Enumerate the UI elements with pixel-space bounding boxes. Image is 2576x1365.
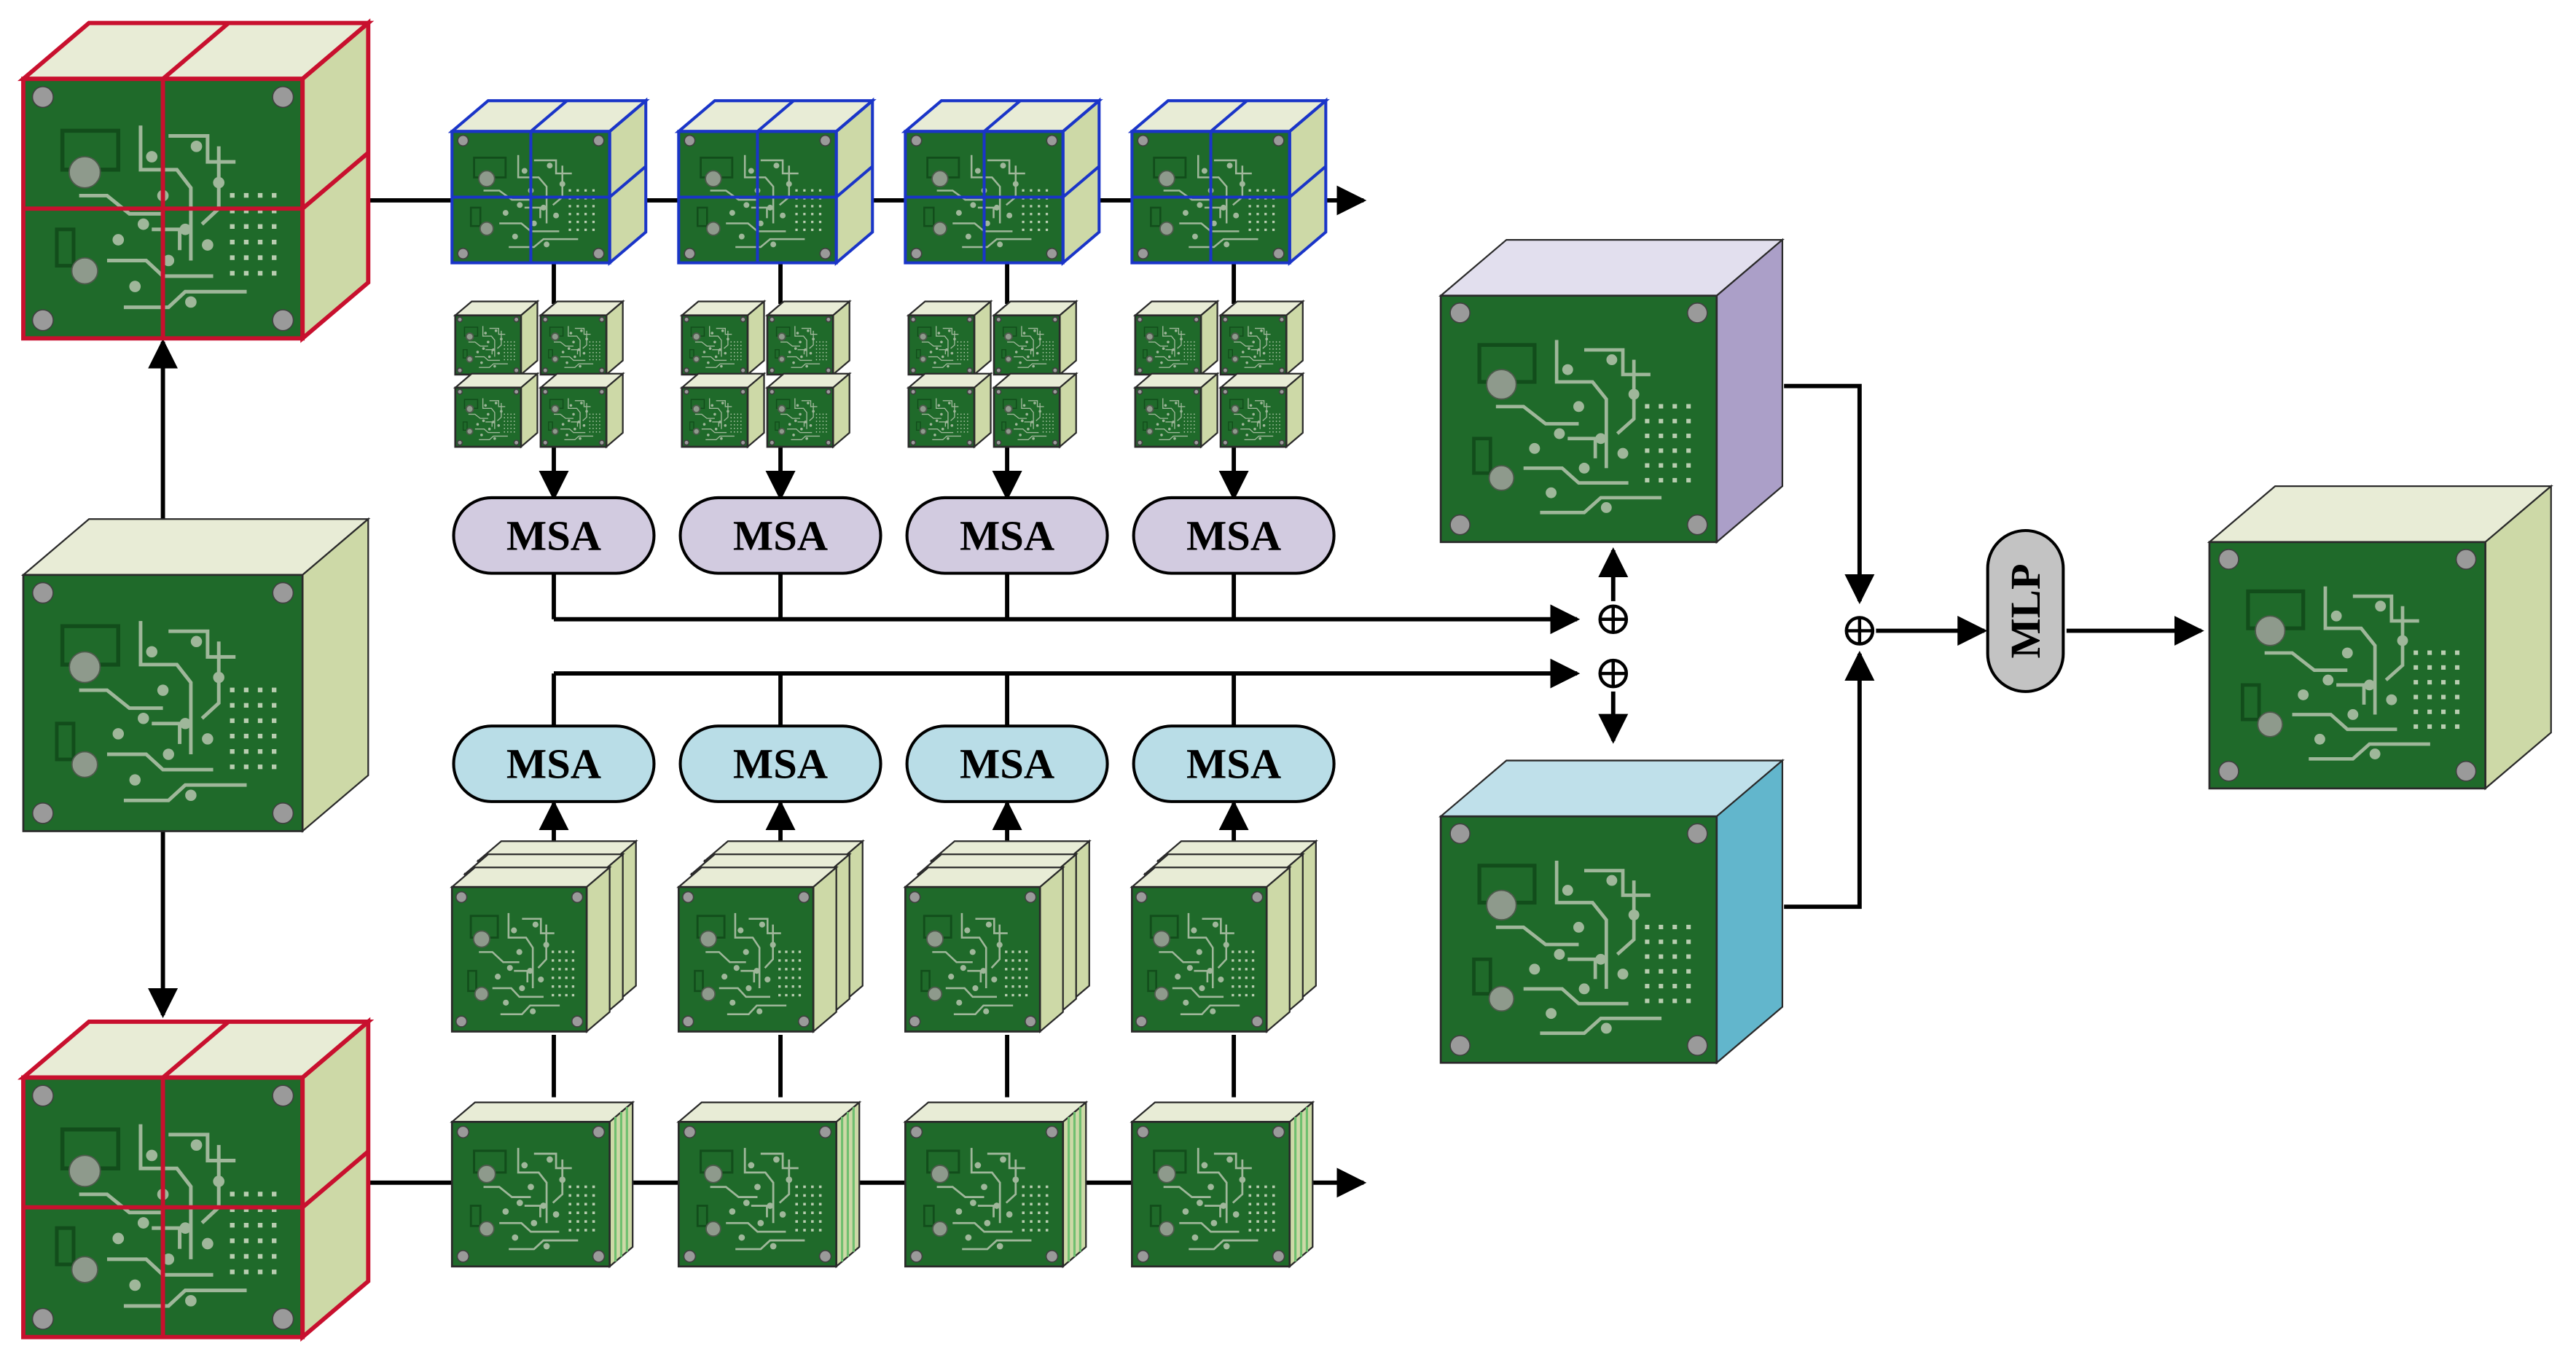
top-token-cube-3-3 <box>906 372 993 449</box>
msa-bottom-3-label: MSA <box>960 740 1054 788</box>
msa-bottom-4-label: MSA <box>1186 740 1281 788</box>
msa-top-3-label: MSA <box>960 512 1054 559</box>
bottom-window-cube-1 <box>450 1100 635 1269</box>
top-window-cube-3 <box>901 97 1103 267</box>
top-token-cube-4-3 <box>1132 372 1220 449</box>
attention-output-purple <box>1438 238 1785 544</box>
top-token-cube-2-1 <box>679 300 767 377</box>
msa-bottom-4: MSA <box>1132 724 1336 803</box>
msa-bottom-1: MSA <box>452 724 656 803</box>
msa-top-1: MSA <box>452 496 656 575</box>
top-token-cube-1-1 <box>453 300 540 377</box>
top-token-cube-2-4 <box>764 372 852 449</box>
top-token-cube-1-4 <box>538 372 625 449</box>
plus-junction-bottom <box>1598 658 1629 689</box>
input-feature-cube <box>20 517 371 833</box>
msa-bottom-2: MSA <box>678 724 882 803</box>
top-window-cube-4 <box>1127 97 1330 267</box>
msa-bottom-1-label: MSA <box>506 740 601 788</box>
top-token-cube-3-4 <box>991 372 1078 449</box>
msa-bottom-3: MSA <box>905 724 1109 803</box>
msa-top-4-label: MSA <box>1186 512 1281 559</box>
top-token-cube-1-2 <box>538 300 625 377</box>
bottom-stack-cube-3-1 <box>903 865 1065 1033</box>
msa-bottom-2-label: MSA <box>733 740 828 788</box>
bottom-window-cube-2 <box>676 1100 862 1269</box>
top-token-cube-1-3 <box>453 372 540 449</box>
top-window-cube-2 <box>674 97 877 267</box>
top-token-cube-3-2 <box>991 300 1078 377</box>
input-patch-grid-top <box>17 18 375 343</box>
bottom-window-cube-3 <box>903 1100 1089 1269</box>
msa-top-2: MSA <box>678 496 882 575</box>
input-patch-grid-bottom <box>17 1017 375 1342</box>
bottom-window-cube-4 <box>1130 1100 1315 1269</box>
attention-output-blue <box>1438 759 1785 1065</box>
bottom-stack-cube-4-1 <box>1130 865 1292 1033</box>
purple-to-merge <box>1784 383 1875 605</box>
top-token-cube-4-1 <box>1132 300 1220 377</box>
plus-junction-top <box>1598 604 1629 635</box>
top-window-cube-1 <box>447 97 650 267</box>
top-token-cube-4-2 <box>1218 300 1305 377</box>
blue-to-merge <box>1784 650 1875 910</box>
bottom-stack-cube-2-1 <box>676 865 839 1033</box>
top-token-cube-3-1 <box>906 300 993 377</box>
mlp-block-label: MLP <box>2002 563 2049 658</box>
mlp-block: MLP <box>1986 528 2065 693</box>
plus-junction-merge <box>1844 616 1875 646</box>
msa-top-4: MSA <box>1132 496 1336 575</box>
output-feature-cube <box>2207 484 2553 791</box>
msa-top-2-label: MSA <box>733 512 828 559</box>
top-token-cube-2-2 <box>764 300 852 377</box>
msa-top-3: MSA <box>905 496 1109 575</box>
top-token-cube-2-3 <box>679 372 767 449</box>
msa-top-1-label: MSA <box>506 512 601 559</box>
cubes <box>17 18 2553 1342</box>
pills: MSA MSA MSA MSA MSA MSA MSA MSA MLP <box>452 496 2065 803</box>
top-token-cube-4-4 <box>1218 372 1305 449</box>
bottom-stack-cube-1-1 <box>450 865 612 1033</box>
